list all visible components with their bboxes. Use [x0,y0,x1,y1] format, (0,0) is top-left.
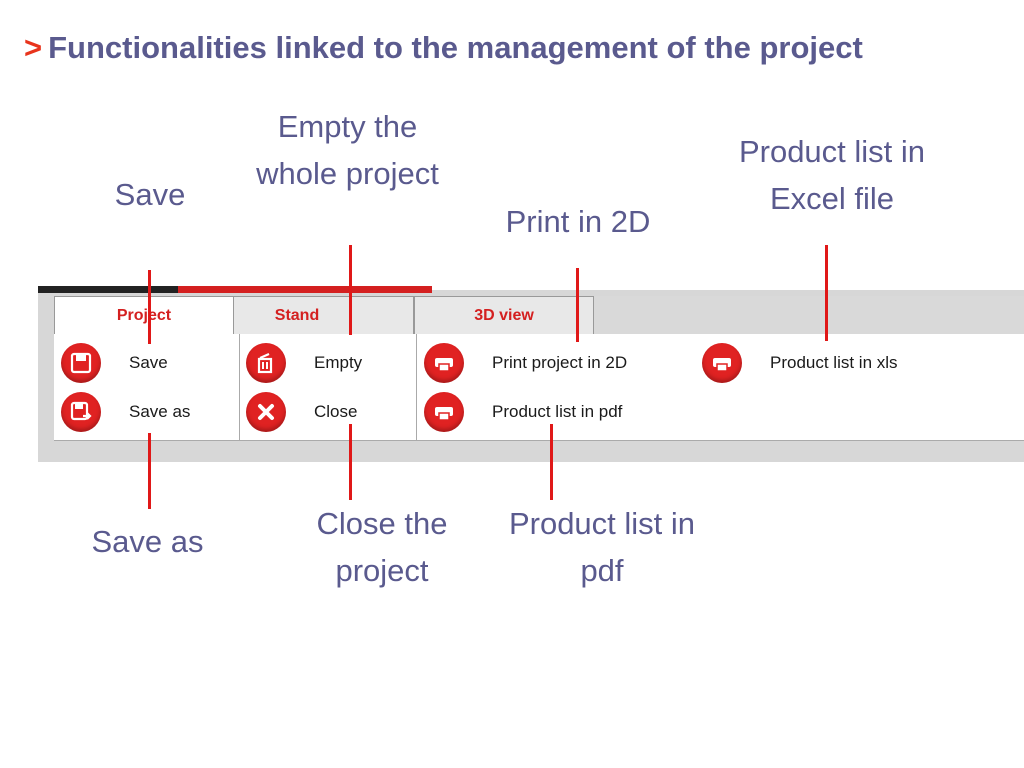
product-list-xls-label: Product list in xls [770,353,898,372]
callout-line-saveas [148,433,151,509]
callout-line-close [349,424,352,500]
print-2d-label: Print project in 2D [492,353,628,372]
callout-pdf: Product list in pdf [508,506,696,588]
printer-icon [424,343,464,383]
callout-xls: Product list in Excel file [738,134,926,216]
empty-label: Empty [314,353,363,372]
window-top-accent [178,286,432,293]
printer-icon [702,343,742,383]
print-2d-button[interactable]: Print project in 2D [424,341,627,385]
callout-line-empty [349,245,352,335]
save-as-label: Save as [129,402,191,421]
empty-button[interactable]: Empty [246,341,362,385]
product-list-pdf-label: Product list in pdf [492,402,623,421]
callout-line-pdf [550,424,553,500]
tab-3d-view[interactable]: 3D view [414,296,594,334]
close-icon [246,392,286,432]
title-text: Functionalities linked to the management… [48,30,863,65]
product-list-pdf-button[interactable]: Product list in pdf [424,390,622,434]
floppy-disk-icon [61,343,101,383]
callout-line-save [148,270,151,344]
callout-close: Close the project [316,506,448,588]
callout-empty: Empty the whole project [256,109,439,191]
page-title: >Functionalities linked to the managemen… [24,30,863,66]
callout-saveas: Save as [91,524,204,559]
title-arrow: > [24,30,43,65]
callout-print2d: Print in 2D [505,204,651,239]
tab-project[interactable]: Project [54,296,234,336]
save-as-icon [61,392,101,432]
close-button[interactable]: Close [246,390,357,434]
save-label: Save [129,353,168,372]
group-divider [416,334,417,440]
callout-line-xls [825,245,828,341]
save-button[interactable]: Save [61,341,168,385]
save-as-button[interactable]: Save as [61,390,190,434]
empty-trash-icon [246,343,286,383]
printer-icon [424,392,464,432]
callout-line-print2d [576,268,579,342]
callout-save: Save [114,177,186,212]
close-label: Close [314,402,358,421]
product-list-xls-button[interactable]: Product list in xls [702,341,898,385]
window-top-edge [38,286,178,293]
ribbon-panel [54,334,1024,441]
group-divider [239,334,240,440]
